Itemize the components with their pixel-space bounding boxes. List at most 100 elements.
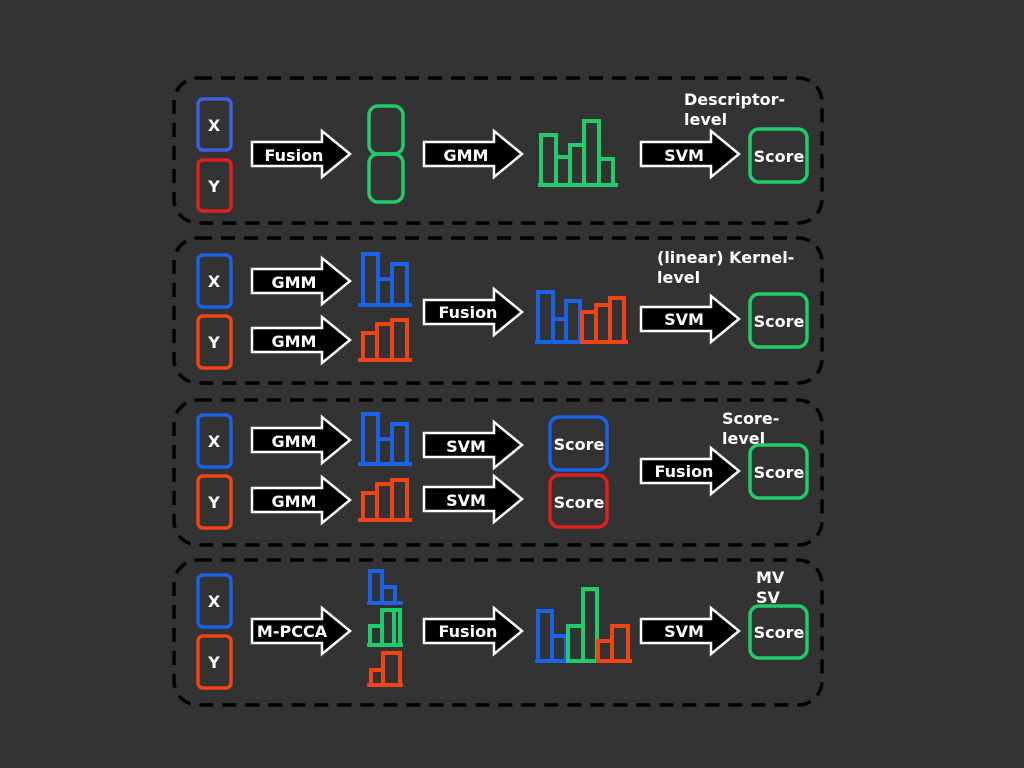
input-x-label: X [208, 116, 221, 135]
row-score-level: X Y GMM GMM SVM SVM Score Score Fusion S… [172, 398, 824, 547]
histogram-bar [361, 491, 379, 522]
svm-arrow-x [422, 419, 524, 471]
gmm-arrow-x [250, 255, 352, 307]
histogram-red [358, 478, 412, 522]
input-x-box [196, 97, 233, 152]
svm-arrow-label: SVM [664, 310, 704, 329]
level-label-line1: MV [756, 568, 785, 587]
histogram-bar [390, 422, 409, 466]
histogram-bar [539, 133, 558, 187]
histogram-bar [381, 651, 402, 687]
input-x-label: X [208, 432, 221, 451]
gmm-arrow-y-label: GMM [272, 492, 317, 511]
input-x-label: X [208, 592, 221, 611]
row-frame [172, 236, 824, 385]
input-y-label: Y [207, 177, 220, 196]
histogram-bar [392, 608, 402, 647]
svm-arrow-x-label: SVM [446, 437, 486, 456]
mpcca-arrow [250, 605, 352, 657]
fusion-arrow-label: Fusion [265, 146, 324, 165]
histogram-concatenated [535, 290, 628, 344]
row-mv-sv: X Y M-PCCA Fusion [172, 558, 824, 707]
histogram-bar [390, 318, 409, 362]
gmm-arrow-x-label: GMM [272, 432, 317, 451]
fusion-arrow-label: Fusion [655, 462, 714, 481]
input-y-box [196, 158, 233, 213]
svm-arrow-label: SVM [664, 146, 704, 165]
fusion-arrow-label: Fusion [439, 622, 498, 641]
histogram-small-blue [367, 569, 403, 605]
score-box [748, 292, 809, 349]
histogram-bar [390, 478, 409, 522]
histogram-blue [358, 252, 412, 307]
histogram-bar [594, 303, 612, 344]
histogram-bar [375, 322, 394, 362]
level-label-line2: SV [756, 588, 781, 607]
score-label: Score [754, 312, 805, 331]
gmm-arrow-label: GMM [444, 146, 489, 165]
input-y-box [196, 314, 233, 370]
histogram-bar [564, 299, 582, 344]
score-box [748, 443, 809, 500]
histogram-bar [376, 437, 394, 466]
gmm-arrow-x-label: GMM [272, 273, 317, 292]
level-label-line1: (linear) Kernel- [657, 248, 794, 267]
score-y-box [548, 473, 609, 529]
score-label: Score [754, 623, 805, 642]
svm-arrow-label: SVM [664, 622, 704, 641]
input-y-label: Y [207, 333, 220, 352]
fusion-arrow-label: Fusion [439, 303, 498, 322]
score-x-box [548, 415, 609, 472]
input-y-label: Y [207, 653, 220, 672]
svm-arrow [639, 605, 741, 657]
svm-arrow [639, 293, 741, 345]
histogram-bar [596, 639, 614, 663]
input-x-box [196, 573, 233, 629]
histogram-bar [582, 119, 601, 187]
histogram-bar [380, 585, 397, 605]
histogram-small-red [367, 651, 403, 687]
histogram-bar [554, 155, 572, 187]
histogram-bar [361, 412, 380, 466]
fusion-arrow [639, 445, 741, 497]
input-x-label: X [208, 272, 221, 291]
score-box [748, 604, 809, 660]
histogram-blue [358, 412, 412, 466]
histogram-bar [568, 143, 586, 187]
row-frame [172, 76, 824, 225]
input-x-box [196, 253, 233, 309]
row-descriptor-level: X Y Fusion GMM SVM Descriptor- level Sco… [172, 76, 824, 225]
histogram-bar [390, 262, 409, 307]
fusion-arrow [422, 605, 524, 657]
histogram-bar [597, 157, 615, 187]
histogram-bar [608, 296, 626, 344]
fusion-arrow [250, 128, 352, 180]
histogram-bar [566, 624, 585, 663]
svm-arrow-y [422, 473, 524, 525]
score-label: Score [754, 463, 805, 482]
histogram-bar [536, 290, 555, 344]
input-y-box [196, 474, 233, 530]
row-kernel-level: X Y GMM GMM Fusion [172, 236, 824, 385]
histogram-bar [361, 252, 380, 307]
histogram-bar [550, 634, 568, 663]
gmm-arrow-y-label: GMM [272, 332, 317, 351]
histogram-bar [376, 277, 394, 307]
svm-arrow [639, 128, 741, 180]
svm-arrow-y-label: SVM [446, 491, 486, 510]
row-frame [172, 558, 824, 707]
histogram-bar [375, 482, 394, 522]
level-label-line1: Descriptor- [684, 90, 785, 109]
histogram-bar [536, 609, 554, 663]
score-x-label: Score [554, 435, 605, 454]
level-label-line2: level [657, 268, 700, 287]
gmm-arrow-y [250, 474, 352, 526]
gmm-arrow-y [250, 314, 352, 366]
level-label-line2: level [722, 429, 765, 448]
fused-descriptor-top [367, 104, 405, 156]
histogram-small-green [367, 608, 403, 647]
score-label: Score [754, 147, 805, 166]
input-x-box [196, 413, 233, 469]
histogram-bar [581, 587, 599, 663]
